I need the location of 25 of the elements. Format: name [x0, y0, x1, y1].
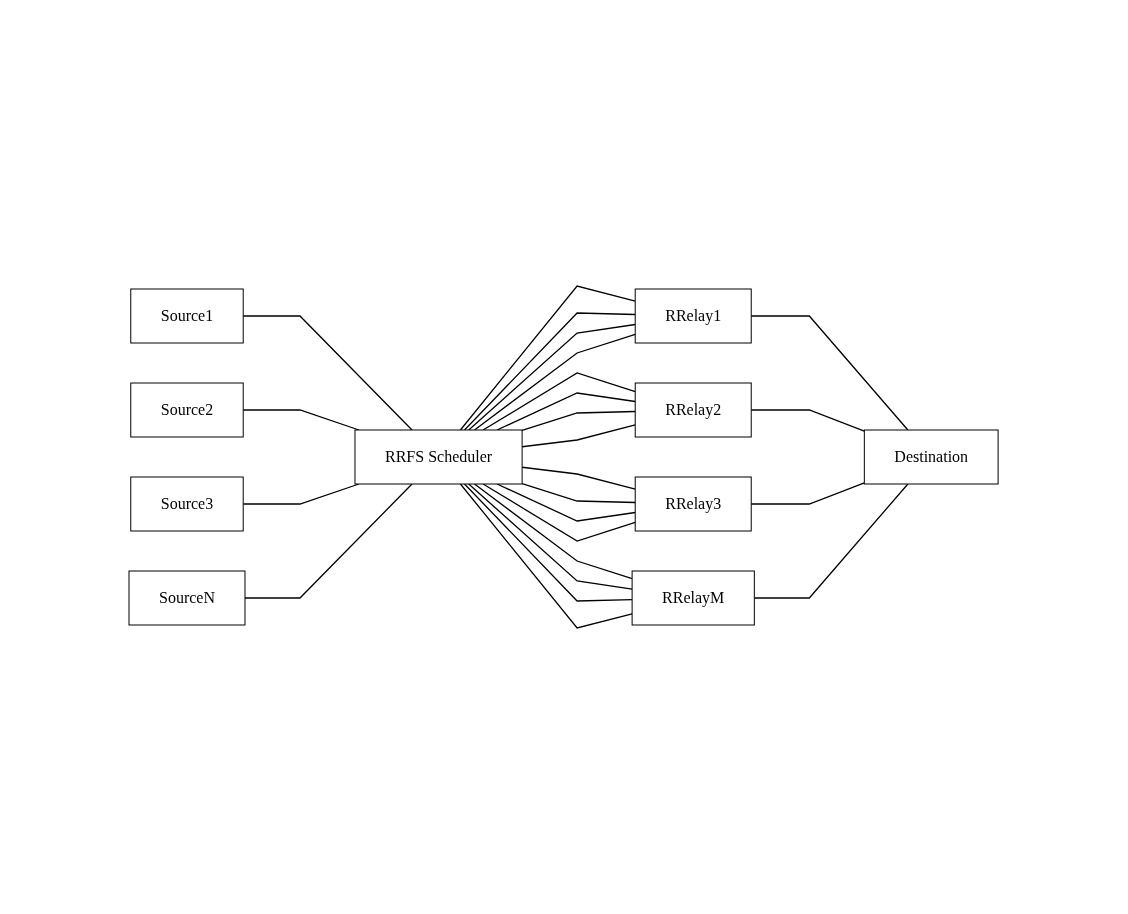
connector: [521, 466, 637, 490]
node-box: Source3: [130, 476, 245, 532]
connector: [496, 392, 637, 431]
node-box: RRelay1: [635, 288, 753, 344]
node-box: RRelayM: [632, 570, 756, 626]
connector: [482, 483, 637, 542]
node-box: Source2: [130, 382, 245, 438]
node-box: SourceN: [128, 570, 246, 626]
node-box: RRFS Scheduler: [354, 429, 524, 485]
connector: [751, 315, 909, 431]
connector: [754, 483, 909, 599]
node-box: RRelay2: [635, 382, 753, 438]
connector: [460, 483, 634, 629]
connector: [751, 409, 866, 432]
connector: [244, 483, 414, 599]
node-box: Destination: [864, 429, 1000, 485]
connector: [751, 482, 866, 505]
node-box: RRelay3: [635, 476, 753, 532]
connector: [521, 482, 637, 504]
node-box: Source1: [130, 288, 245, 344]
connector: [243, 315, 414, 431]
connector: [460, 285, 637, 431]
connector: [521, 410, 637, 432]
connector: [482, 372, 637, 431]
connector: [521, 424, 637, 448]
